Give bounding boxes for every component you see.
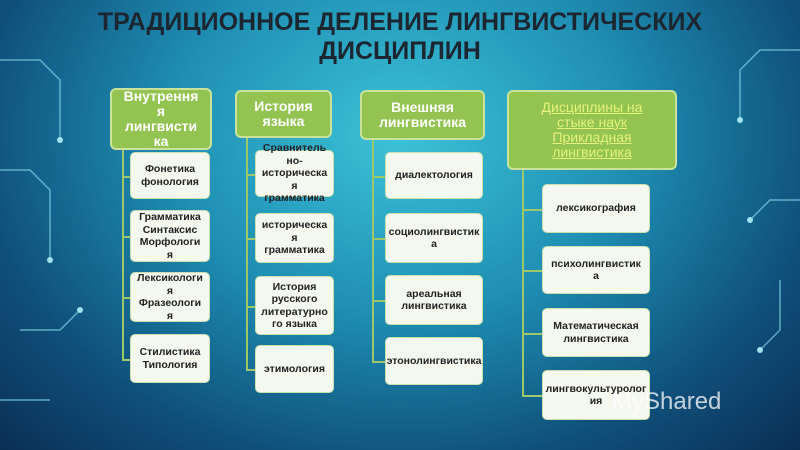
connector-line bbox=[522, 332, 542, 335]
discipline-text: Фразеологи bbox=[138, 297, 202, 309]
header-text[interactable]: Дисциплины на bbox=[541, 99, 643, 115]
discipline-text: историческа bbox=[261, 167, 328, 180]
discipline-text: литературно bbox=[261, 305, 328, 318]
discipline-text: Типология bbox=[142, 358, 198, 371]
discipline-text: История bbox=[272, 280, 317, 293]
connector-line bbox=[246, 173, 255, 176]
discipline-text: Лексикологи bbox=[137, 272, 203, 284]
connector-line bbox=[246, 305, 255, 308]
discipline-text: я bbox=[291, 231, 298, 244]
discipline-text: социолингвистик bbox=[388, 225, 480, 238]
discipline-text: этимология bbox=[264, 362, 325, 375]
connector-line bbox=[246, 138, 248, 369]
connector-line bbox=[372, 238, 385, 240]
connector-line bbox=[522, 170, 524, 395]
discipline-text: Стилистика bbox=[139, 346, 201, 358]
connector-line bbox=[372, 361, 385, 363]
header-text: лингвистика bbox=[378, 114, 467, 130]
discipline-text: этонолингвистика bbox=[386, 354, 482, 367]
discipline-text: грамматика bbox=[264, 244, 325, 257]
connector-line bbox=[122, 175, 130, 178]
discipline-box: этонолингвистика bbox=[385, 337, 483, 385]
discipline-text: Фонетика bbox=[144, 163, 196, 175]
header-text: История bbox=[254, 98, 313, 114]
header-text: языка bbox=[262, 113, 305, 129]
discipline-text: Грамматика bbox=[139, 211, 201, 223]
connector-line bbox=[372, 175, 385, 178]
discipline-text: Синтаксис bbox=[142, 223, 198, 236]
discipline-text: Морфологи bbox=[139, 236, 201, 248]
discipline-text: я bbox=[166, 309, 174, 322]
discipline-text: го языка bbox=[272, 318, 317, 330]
connector-line bbox=[122, 358, 130, 361]
header-text: Внешняя bbox=[391, 99, 454, 115]
discipline-text: Математическая bbox=[553, 320, 639, 332]
discipline-box: лексикография bbox=[542, 184, 650, 233]
connector-line bbox=[372, 300, 385, 302]
discipline-box: этимология bbox=[255, 345, 334, 393]
discipline-text: Сравнитель bbox=[262, 142, 327, 155]
discipline-text: лингвистика bbox=[401, 300, 467, 312]
connector-line bbox=[372, 140, 374, 361]
discipline-text: историческа bbox=[261, 219, 328, 232]
header-text[interactable]: лингвистика bbox=[552, 144, 632, 160]
watermark: MyShared bbox=[612, 388, 722, 415]
discipline-text: лингвистика bbox=[563, 332, 629, 345]
discipline-text: лингвокультуролог bbox=[545, 382, 647, 395]
connector-line bbox=[522, 208, 542, 211]
discipline-text: диалектология bbox=[395, 169, 473, 182]
discipline-text: а bbox=[593, 270, 599, 282]
connector-line bbox=[122, 236, 130, 238]
header-text[interactable]: Прикладная bbox=[552, 129, 632, 145]
header-text: я bbox=[156, 103, 166, 119]
connector-line bbox=[122, 297, 130, 299]
connector-line bbox=[522, 270, 542, 272]
discipline-text: я bbox=[166, 284, 174, 297]
header-text: Внутрення bbox=[123, 88, 199, 104]
discipline-text: ия bbox=[589, 395, 603, 407]
discipline-text: я bbox=[166, 248, 174, 261]
discipline-text: ареальная bbox=[406, 287, 462, 300]
discipline-text: грамматика bbox=[264, 192, 325, 205]
discipline-text: психолингвистик bbox=[551, 257, 641, 270]
discipline-box: диалектология bbox=[385, 152, 483, 199]
discipline-text: а bbox=[431, 238, 437, 250]
connector-line bbox=[246, 369, 255, 371]
connector-line bbox=[522, 395, 542, 397]
header-text: ка bbox=[153, 133, 169, 149]
connector-line bbox=[246, 238, 255, 240]
discipline-text: я bbox=[291, 179, 298, 192]
header-text: лингвисти bbox=[124, 118, 198, 134]
discipline-text: фонология bbox=[141, 175, 199, 188]
slide-title: ТРАДИЦИОННОЕ ДЕЛЕНИЕ ЛИНГВИСТИЧЕСКИХ ДИС… bbox=[97, 8, 703, 65]
discipline-text: но- bbox=[286, 154, 303, 167]
connector-line bbox=[122, 150, 124, 359]
discipline-text: русского bbox=[271, 293, 318, 305]
header-text[interactable]: стыке наук bbox=[557, 114, 627, 130]
discipline-text: лексикография bbox=[556, 202, 636, 215]
